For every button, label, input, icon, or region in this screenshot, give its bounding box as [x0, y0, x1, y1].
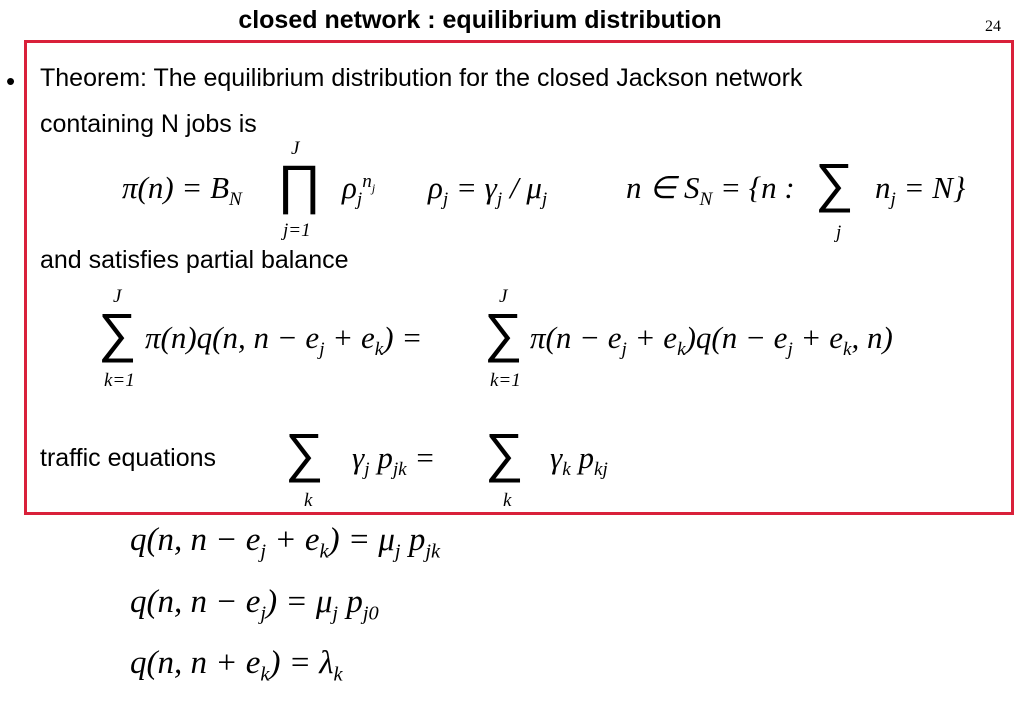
product-lower-limit: j=1	[283, 220, 311, 241]
state-space-definition: n ∈ SN = {n :	[626, 170, 795, 211]
state-space-tail: nj = N}	[875, 170, 966, 211]
rate-departure: q(n, n − ej) = μj pj0	[130, 584, 379, 625]
state-sum-symbol: ∑	[815, 153, 854, 213]
balance-lhs-sum-symbol: ∑	[98, 303, 137, 363]
balance-rhs-upper-limit: J	[499, 286, 508, 307]
slide-title: closed network : equilibrium distributio…	[238, 6, 722, 34]
balance-lhs: π(n)q(n, n − ej + ek) =	[145, 320, 423, 361]
balance-rhs: π(n − ej + ek)q(n − ej + ek, n)	[530, 320, 893, 361]
state-sum-lower-limit: j	[836, 222, 842, 243]
product-symbol: ∏	[277, 155, 322, 215]
balance-rhs-lower-limit: k=1	[490, 370, 521, 391]
balance-lhs-lower-limit: k=1	[104, 370, 135, 391]
traffic-lhs-sum-symbol: ∑	[285, 423, 324, 483]
partial-balance-label: and satisfies partial balance	[40, 246, 349, 274]
rho-power: ρjnj	[342, 170, 376, 211]
product-upper-limit: J	[291, 138, 300, 159]
theorem-frame	[24, 40, 1014, 515]
traffic-lhs-lower-limit: k	[304, 490, 313, 511]
rate-arrival: q(n, n + ek) = λk	[130, 645, 343, 686]
balance-lhs-upper-limit: J	[113, 286, 122, 307]
theorem-line-2: containing N jobs is	[40, 110, 257, 138]
bullet-marker: •	[6, 66, 16, 96]
page-number: 24	[985, 18, 1001, 35]
traffic-rhs-sum-symbol: ∑	[485, 423, 524, 483]
balance-rhs-sum-symbol: ∑	[484, 303, 523, 363]
rate-transfer: q(n, n − ej + ek) = μj pjk	[130, 522, 441, 563]
rho-definition: ρj = γj / μj	[428, 170, 548, 211]
theorem-line-1: Theorem: The equilibrium distribution fo…	[40, 64, 803, 92]
traffic-equations-label: traffic equations	[40, 444, 217, 472]
traffic-lhs: γj pjk =	[352, 440, 436, 481]
pi-formula-lhs: π(n) = BN	[122, 170, 242, 211]
traffic-rhs: γk pkj	[550, 440, 608, 481]
traffic-rhs-lower-limit: k	[503, 490, 512, 511]
